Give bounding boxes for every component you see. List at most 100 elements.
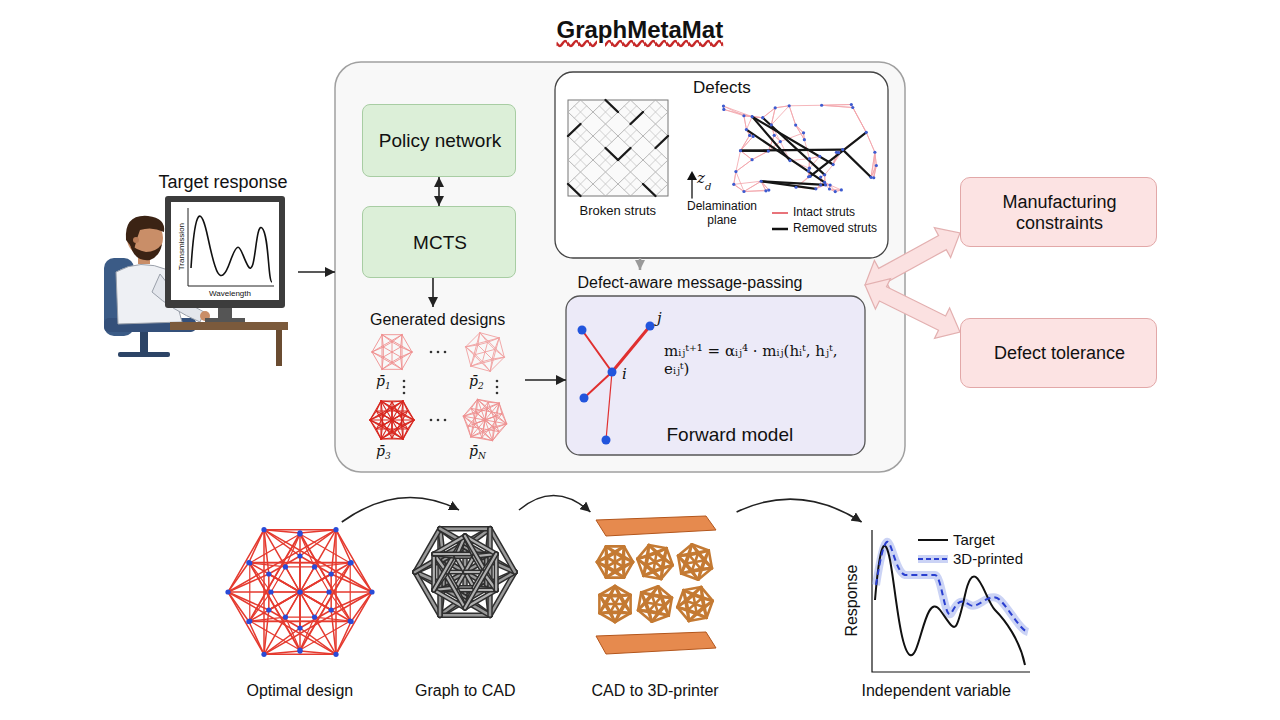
strut	[650, 106, 662, 118]
strut	[575, 106, 587, 118]
intact-strut	[789, 106, 795, 125]
strut	[350, 563, 351, 621]
strut	[485, 403, 499, 420]
strut	[329, 592, 350, 621]
node-text: Manufacturing constraints	[969, 192, 1150, 235]
annotation-label: Transmission	[177, 222, 186, 269]
intact-strut	[822, 105, 853, 107]
plot-axes	[872, 530, 1030, 672]
print-figure: CAD to 3D-printer	[570, 512, 740, 702]
strut	[376, 401, 381, 411]
broken-strut	[568, 124, 581, 136]
strut	[264, 592, 300, 654]
lattice-node	[348, 560, 353, 565]
intact-strut	[740, 151, 752, 160]
strut	[485, 352, 492, 359]
ellipsis-dot	[430, 419, 433, 422]
printed-lattice	[678, 544, 712, 579]
graph-edge	[606, 372, 612, 440]
annotation-label: Wavelength	[209, 289, 251, 298]
strut	[228, 592, 249, 622]
strut	[485, 349, 495, 352]
lattice-node	[875, 164, 878, 167]
strut	[575, 106, 587, 118]
annotation-label: p̄	[376, 443, 385, 459]
strut-shadow	[434, 587, 496, 592]
strut	[649, 545, 673, 565]
cad-model	[434, 536, 496, 608]
strut	[575, 154, 587, 166]
strut	[624, 546, 633, 562]
graph-node	[646, 322, 655, 331]
panel-fills	[335, 62, 905, 472]
node-text: Defect-aware message-passing	[578, 273, 803, 292]
lattice-node	[333, 652, 338, 657]
intact-strut	[752, 151, 768, 160]
bottom-plate	[596, 632, 716, 654]
printed-sample	[596, 516, 716, 654]
graph-edge	[582, 330, 612, 372]
strut	[300, 591, 329, 592]
strut	[689, 601, 713, 621]
ellipsis-dot	[403, 380, 406, 383]
lattice-node	[739, 149, 742, 152]
broken-strut	[568, 184, 581, 196]
lattice-node	[268, 589, 273, 594]
strut	[625, 106, 637, 118]
broken-strut	[631, 112, 644, 124]
node-text: CAD to 3D-printer	[592, 681, 719, 700]
intact-strut	[736, 172, 744, 192]
strut	[300, 621, 350, 650]
intact-strut	[775, 106, 789, 108]
intact-strut	[740, 136, 753, 150]
strut	[678, 550, 709, 555]
lattice-node	[349, 560, 354, 565]
strut	[250, 563, 300, 650]
ellipsis-dot	[496, 380, 499, 383]
strut	[600, 106, 612, 118]
design-figure: Optimal design	[205, 522, 395, 702]
strut	[575, 178, 587, 190]
lattice-node	[802, 131, 805, 134]
lattice-node	[349, 619, 354, 624]
strut	[391, 402, 392, 431]
strut	[392, 347, 401, 352]
ellipsis-dot	[444, 351, 447, 354]
strut	[600, 178, 612, 190]
legend-line	[772, 228, 788, 231]
strut	[463, 416, 485, 420]
lattice-node	[752, 135, 755, 138]
lattice-cell	[568, 172, 593, 196]
lattice-cell	[643, 100, 668, 124]
broken-strut	[618, 148, 631, 160]
strut	[463, 416, 468, 426]
strut	[370, 419, 392, 420]
lattice-node	[808, 157, 811, 160]
lattice-node	[247, 560, 252, 565]
graph-node	[580, 394, 589, 403]
strut	[650, 154, 662, 166]
strut	[638, 586, 658, 610]
node-text: Optimal design	[247, 681, 354, 700]
strut	[250, 617, 286, 621]
strut	[599, 586, 615, 595]
strut	[600, 154, 612, 166]
removed-strut	[740, 150, 842, 151]
lattice-node	[722, 105, 725, 108]
strut	[466, 347, 471, 366]
legend-sample	[918, 534, 948, 546]
strut	[383, 347, 384, 357]
lattice-node	[865, 131, 868, 134]
lattice-cell	[618, 100, 643, 124]
strut	[499, 424, 507, 432]
strut	[440, 529, 515, 572]
strut	[286, 592, 301, 617]
lattice-node	[246, 560, 251, 565]
strut	[637, 559, 643, 576]
printed-lattice	[599, 586, 630, 622]
strut	[300, 567, 315, 592]
intact-strut	[744, 190, 769, 191]
strut	[499, 403, 507, 424]
lattice-node	[829, 183, 832, 186]
lattice-node	[266, 607, 271, 612]
